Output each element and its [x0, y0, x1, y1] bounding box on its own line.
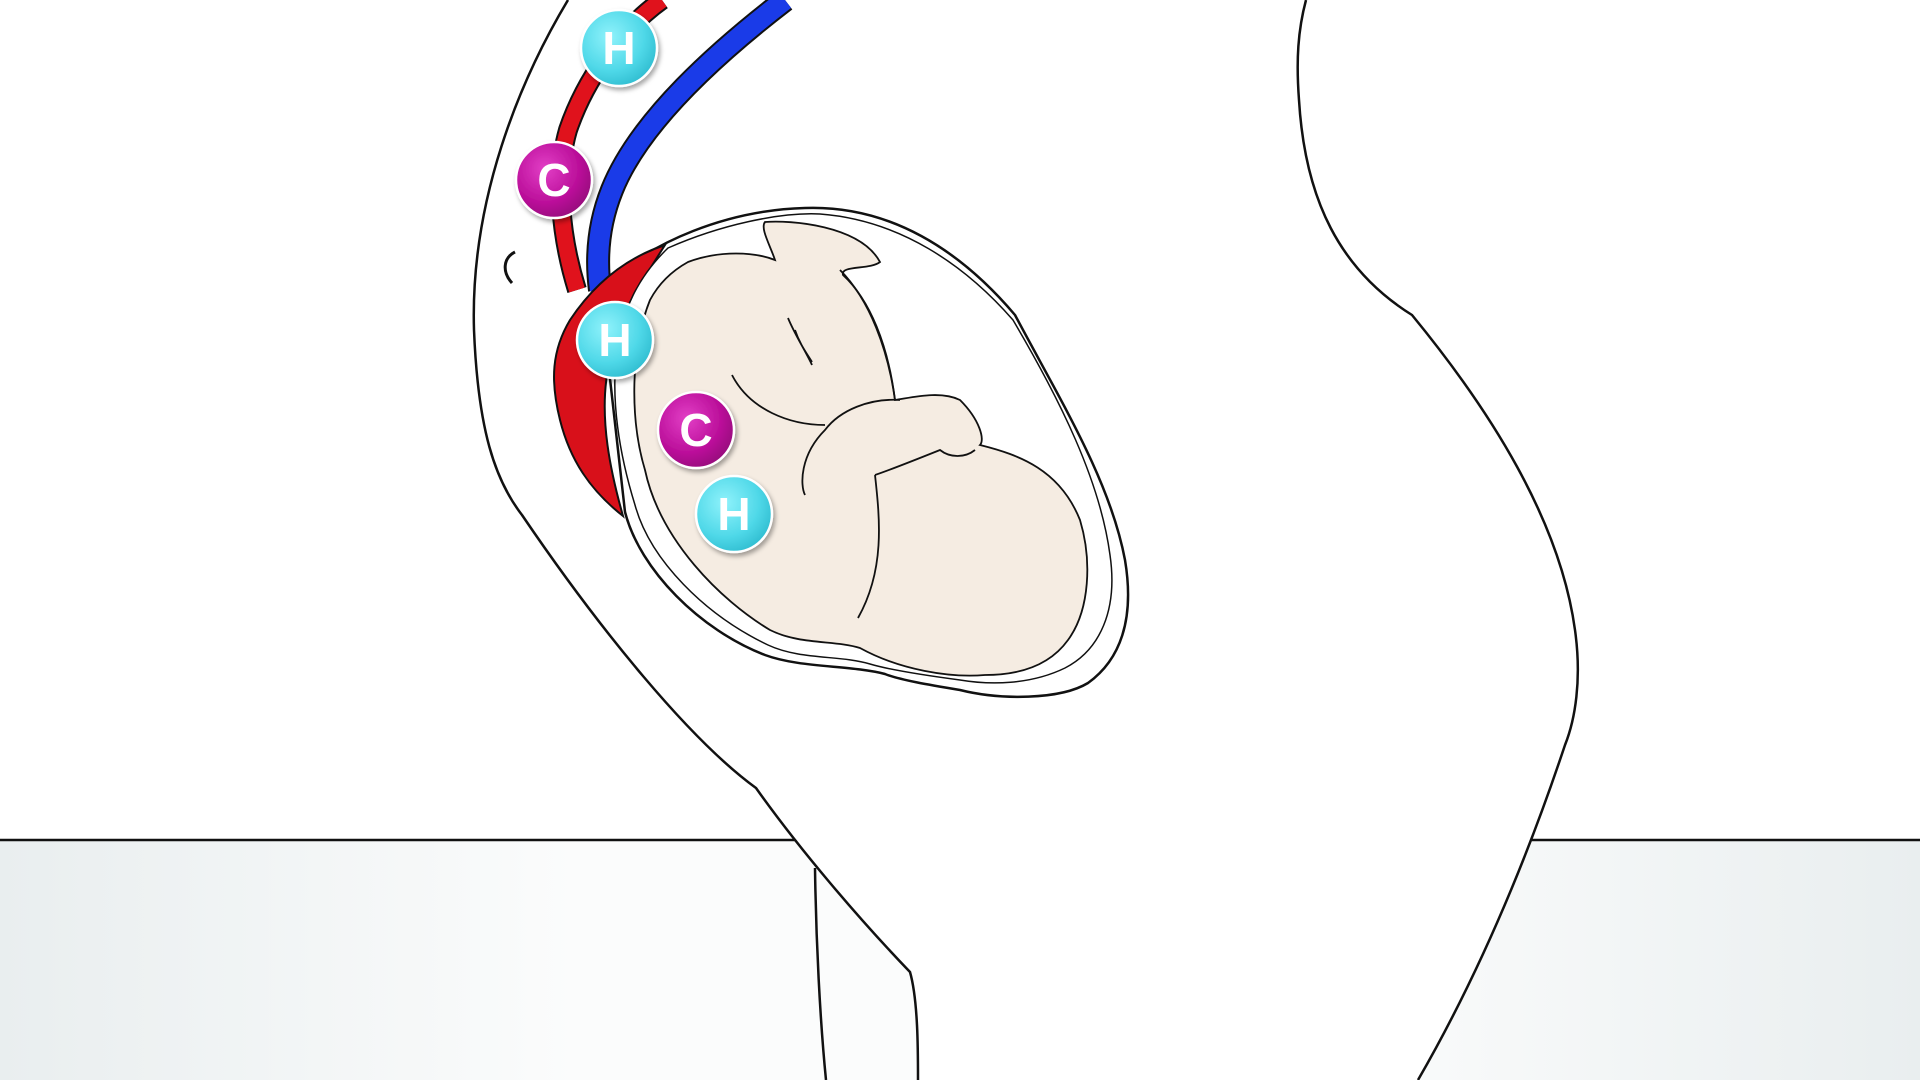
atom-label: H	[598, 314, 631, 366]
atom-label: C	[679, 404, 712, 456]
atom-label: C	[537, 154, 570, 206]
fetus-ear	[787, 317, 813, 366]
mother-back-outline	[1296, 0, 1580, 1081]
atom-label: H	[602, 22, 635, 74]
fetus-leg-line	[857, 474, 880, 619]
atom-circle	[694, 474, 774, 554]
fetus-neck-line	[839, 269, 896, 401]
fetus-arm	[801, 398, 976, 496]
fetus-jaw-line	[731, 374, 826, 426]
hydrogen-atom: H	[694, 474, 774, 554]
navel	[503, 250, 516, 285]
carbon-atom: C	[514, 140, 594, 220]
atom-circle	[514, 140, 594, 220]
atom-circle	[575, 300, 655, 380]
atom-label: H	[717, 488, 750, 540]
mother-leg-outline	[813, 867, 828, 1081]
mother-front-outline	[472, 0, 920, 1081]
carbon-atom: C	[656, 390, 736, 470]
hydrogen-atom: H	[579, 8, 659, 88]
hydrogen-atom: H	[575, 300, 655, 380]
fetus	[633, 220, 1089, 677]
atom-circle	[656, 390, 736, 470]
atom-circle	[579, 8, 659, 88]
